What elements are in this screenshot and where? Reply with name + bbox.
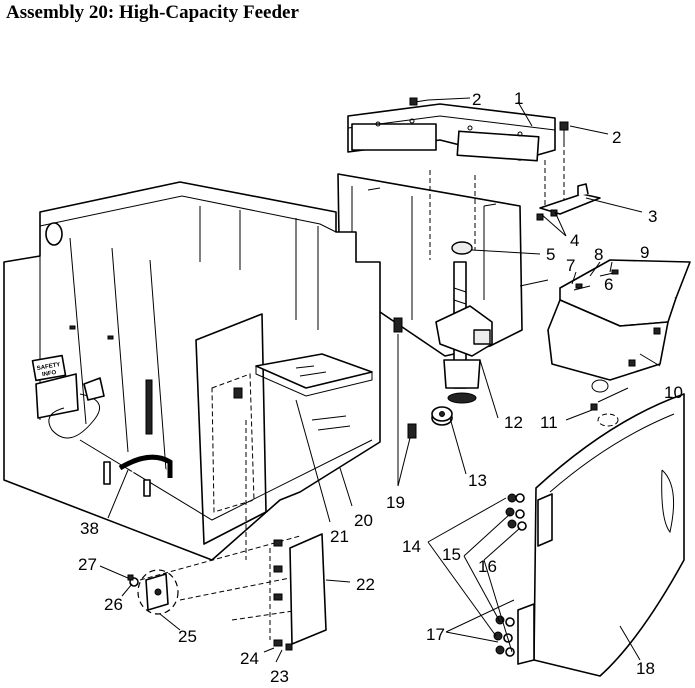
callout-11: 11 [540, 413, 558, 432]
hinge-hardware [493, 493, 527, 657]
top-cover [547, 259, 691, 381]
leader-lines [99, 97, 661, 663]
callout-17: 17 [426, 625, 445, 644]
callout-5: 5 [546, 245, 555, 264]
cover-hole [591, 379, 619, 427]
callout-19: 19 [386, 493, 405, 512]
roller [431, 406, 453, 426]
power-cord [35, 373, 105, 439]
callout-6: 6 [604, 275, 613, 294]
callout-27: 27 [78, 555, 97, 574]
feeder-frame [3, 181, 381, 561]
callout-7: 7 [566, 256, 575, 275]
callout-10: 10 [664, 383, 683, 402]
screws-10 [590, 327, 661, 411]
screws-26-27 [127, 574, 139, 587]
page-title: Assembly 20: High-Capacity Feeder [6, 2, 299, 23]
safety-label: SAFETY INFO [31, 354, 67, 382]
screw-top-left [409, 97, 429, 106]
safety-label-line-2: INFO [42, 370, 57, 378]
callout-25: 25 [178, 627, 197, 646]
callout-24: 24 [240, 649, 259, 668]
screws-4 [536, 209, 558, 221]
safety-label-line-1: SAFETY [36, 362, 60, 372]
callout-9: 9 [640, 243, 649, 262]
cable-harness [103, 454, 173, 497]
callout-1: 1 [514, 89, 523, 108]
callout-3: 3 [648, 207, 657, 226]
lift-shaft-assembly [435, 241, 493, 404]
callout-8: 8 [594, 245, 603, 264]
control-board [273, 533, 327, 651]
top-bracket [347, 103, 556, 162]
callout-15: 15 [442, 545, 461, 564]
front-door [517, 393, 685, 677]
callout-18: 18 [636, 659, 655, 678]
callout-26: 26 [104, 595, 123, 614]
callout-16: 16 [478, 557, 497, 576]
switch-bracket [137, 569, 179, 615]
callout-14: 14 [402, 537, 421, 556]
callout-4: 4 [570, 231, 579, 250]
callout-38: 38 [80, 519, 99, 538]
callout-23: 23 [270, 667, 289, 686]
callout-labels: 1 2 2 3 4 5 6 7 8 9 10 11 12 13 14 15 16… [78, 89, 683, 686]
guide-blocks [393, 317, 417, 439]
callout-2a: 2 [472, 90, 481, 109]
screw-top-right [559, 121, 569, 205]
callout-12: 12 [504, 413, 523, 432]
callout-2b: 2 [612, 128, 621, 147]
callout-21: 21 [330, 527, 349, 546]
small-bracket [539, 160, 601, 215]
callout-13: 13 [468, 471, 487, 490]
callout-20: 20 [354, 511, 373, 530]
callout-22: 22 [356, 575, 375, 594]
